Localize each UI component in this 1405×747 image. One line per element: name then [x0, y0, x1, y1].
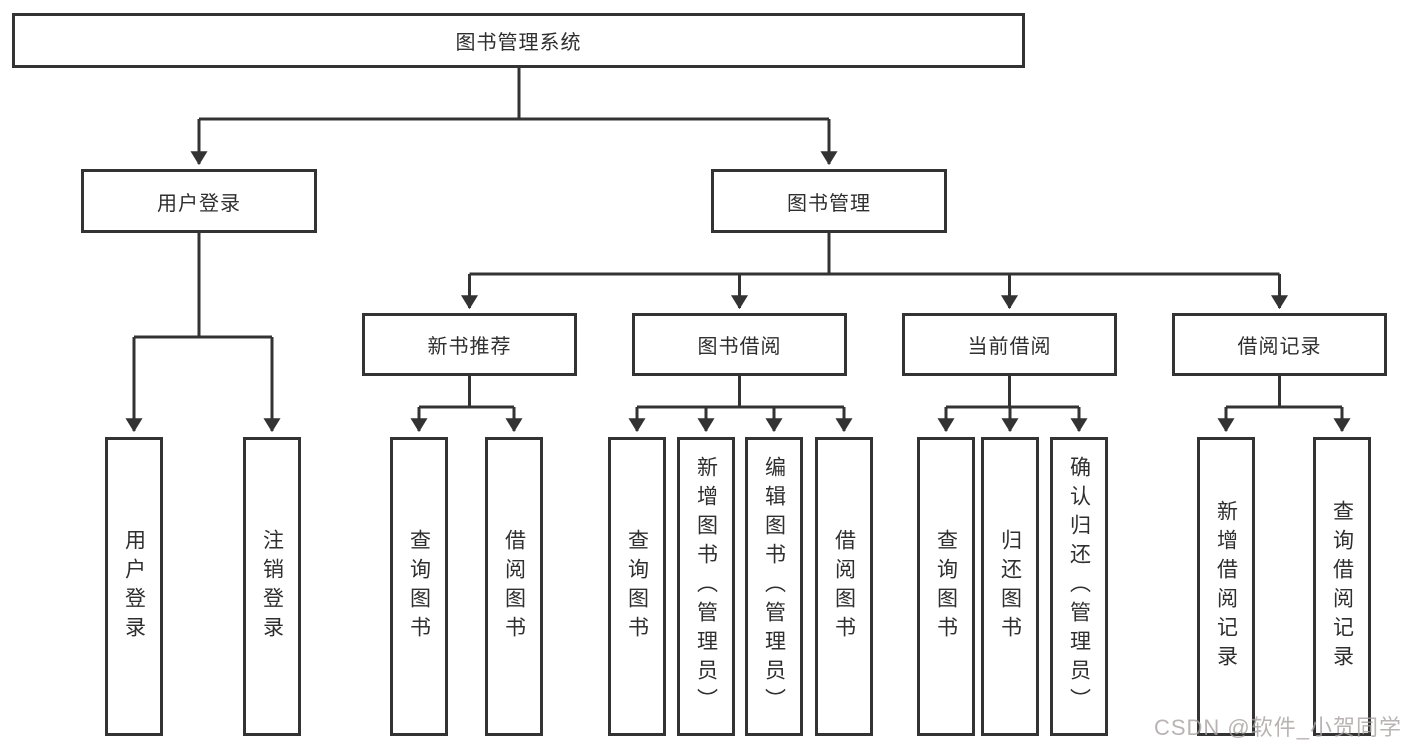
node-label: 用户登录	[122, 528, 146, 645]
node-label: 归还图书	[998, 528, 1022, 645]
node-label: 查询图书	[625, 528, 649, 645]
node-label: 查询图书	[934, 528, 958, 645]
leaf-query-books-recommend: 查询图书	[390, 437, 448, 736]
leaf-logout: 注销登录	[243, 437, 301, 736]
node-label: 当前借阅	[967, 336, 1052, 358]
node-root-library-system: 图书管理系统	[12, 13, 1025, 68]
leaf-query-books-borrow: 查询图书	[608, 437, 666, 736]
node-label: 编辑图书（管理员）	[762, 456, 786, 717]
node-label: 图书管理	[787, 192, 871, 215]
leaf-borrow-books: 借阅图书	[815, 437, 873, 736]
node-label: 图书借阅	[697, 336, 782, 358]
node-label: 查询借阅记录	[1330, 499, 1354, 674]
leaf-edit-book-admin: 编辑图书（管理员）	[745, 437, 803, 736]
node-label: 确认归还（管理员）	[1067, 456, 1091, 717]
node-label: 新增借阅记录	[1214, 499, 1238, 674]
node-book-management: 图书管理	[711, 169, 947, 233]
node-label: 用户登录	[157, 192, 241, 215]
node-label: 新书推荐	[427, 336, 512, 358]
node-new-book-recommend: 新书推荐	[362, 313, 577, 376]
leaf-confirm-return-admin: 确认归还（管理员）	[1050, 437, 1108, 736]
node-current-borrow: 当前借阅	[902, 313, 1117, 376]
node-label: 图书管理系统	[455, 32, 582, 54]
leaf-user-login: 用户登录	[105, 437, 163, 736]
leaf-add-borrow-record: 新增借阅记录	[1197, 437, 1255, 736]
node-label: 查询图书	[407, 528, 431, 645]
node-label: 新增图书（管理员）	[694, 456, 718, 717]
leaf-return-book: 归还图书	[981, 437, 1039, 736]
node-label: 注销登录	[260, 528, 284, 645]
node-book-borrow: 图书借阅	[632, 313, 847, 376]
leaf-borrow-books-recommend: 借阅图书	[485, 437, 543, 736]
node-label: 借阅记录	[1237, 336, 1322, 358]
leaf-query-borrow-record: 查询借阅记录	[1313, 437, 1371, 736]
node-borrow-records: 借阅记录	[1172, 313, 1387, 376]
leaf-add-book-admin: 新增图书（管理员）	[677, 437, 735, 736]
node-user-login: 用户登录	[81, 169, 317, 233]
leaf-query-books-current: 查询图书	[917, 437, 975, 736]
node-label: 借阅图书	[502, 528, 526, 645]
node-label: 借阅图书	[832, 528, 856, 645]
